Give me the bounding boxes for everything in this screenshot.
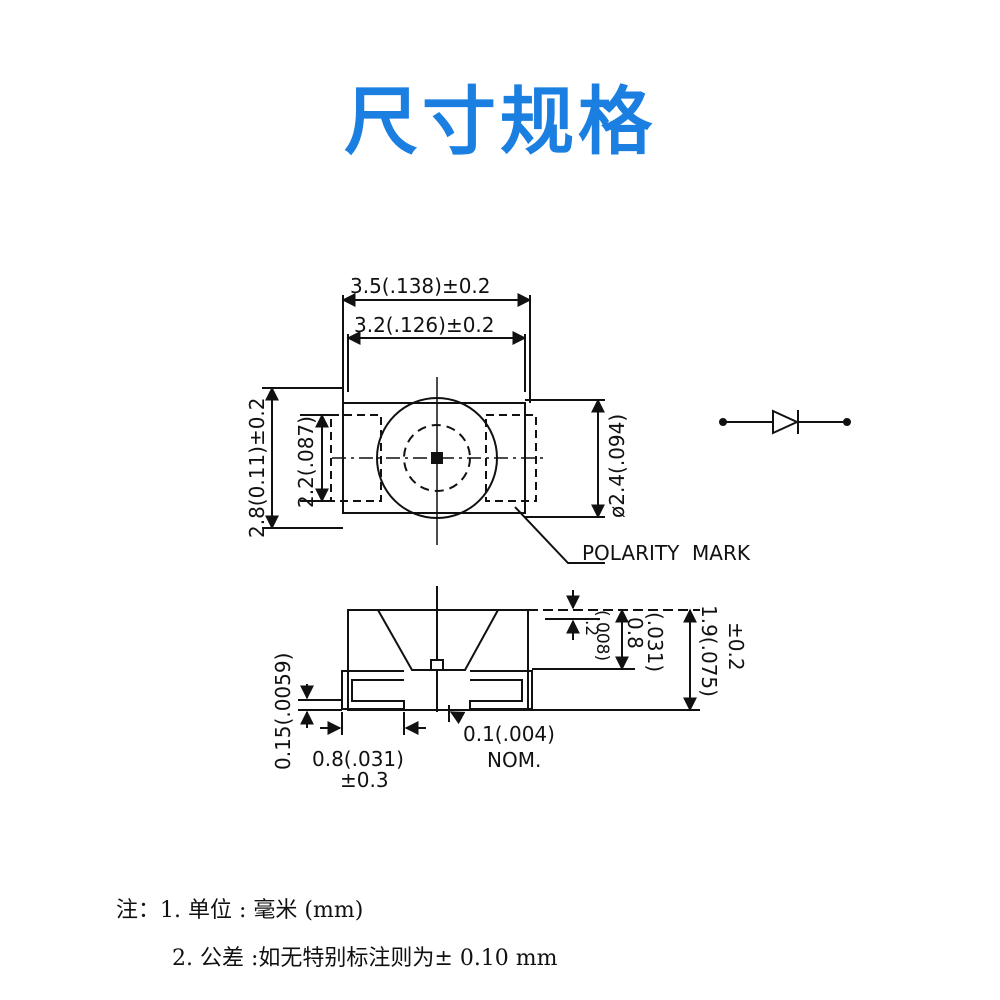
dim-lens-diameter: ø2.4(.094) xyxy=(605,414,629,518)
note-line-2: 2. 公差 :如无特别标注则为± 0.10 mm xyxy=(172,946,558,971)
dim-gap: 0.1(.004) xyxy=(463,722,555,746)
diode-symbol xyxy=(772,409,800,435)
chip-side xyxy=(430,659,444,671)
dim-lens-depth-b-in: (.031) xyxy=(643,612,667,672)
polarity-mark-label: POLARITY MARK xyxy=(582,541,751,565)
note-unit: 1. 单位 : 毫米 (mm) xyxy=(160,898,364,923)
dim-pad-width-tol: ±0.3 xyxy=(340,768,389,792)
page-title: 尺寸规格 xyxy=(344,79,656,165)
note-line-1: 注：1. 单位 : 毫米 (mm) xyxy=(116,894,558,942)
terminal-right xyxy=(469,670,533,710)
dim-height-outer: 2.8(0.11)±0.2 xyxy=(245,397,269,538)
dim-total-height: 1.9(.075) xyxy=(697,605,721,697)
dim-total-height-tol: ±0.2 xyxy=(724,622,748,671)
dim-gap-note: NOM. xyxy=(487,748,541,772)
note-prefix: 注： xyxy=(116,898,161,923)
dim-pad-width: 0.8(.031) xyxy=(312,747,404,771)
dim-width-outer: 3.5(.138)±0.2 xyxy=(350,274,491,298)
dim-height-inner: 2.2(.087) xyxy=(294,416,318,508)
dim-lens-depth-a: .2 xyxy=(581,620,601,636)
terminal-left xyxy=(341,670,405,710)
dim-lens-depth-b: 0.8 xyxy=(623,617,647,649)
notes: 注：1. 单位 : 毫米 (mm) 2. 公差 :如无特别标注则为± 0.10 … xyxy=(116,894,558,990)
dim-pad-thickness: 0.15(.0059) xyxy=(271,653,295,770)
dim-width-inner: 3.2(.126)±0.2 xyxy=(354,313,495,337)
dim-lens-depth-a-in: (.008) xyxy=(592,610,612,661)
